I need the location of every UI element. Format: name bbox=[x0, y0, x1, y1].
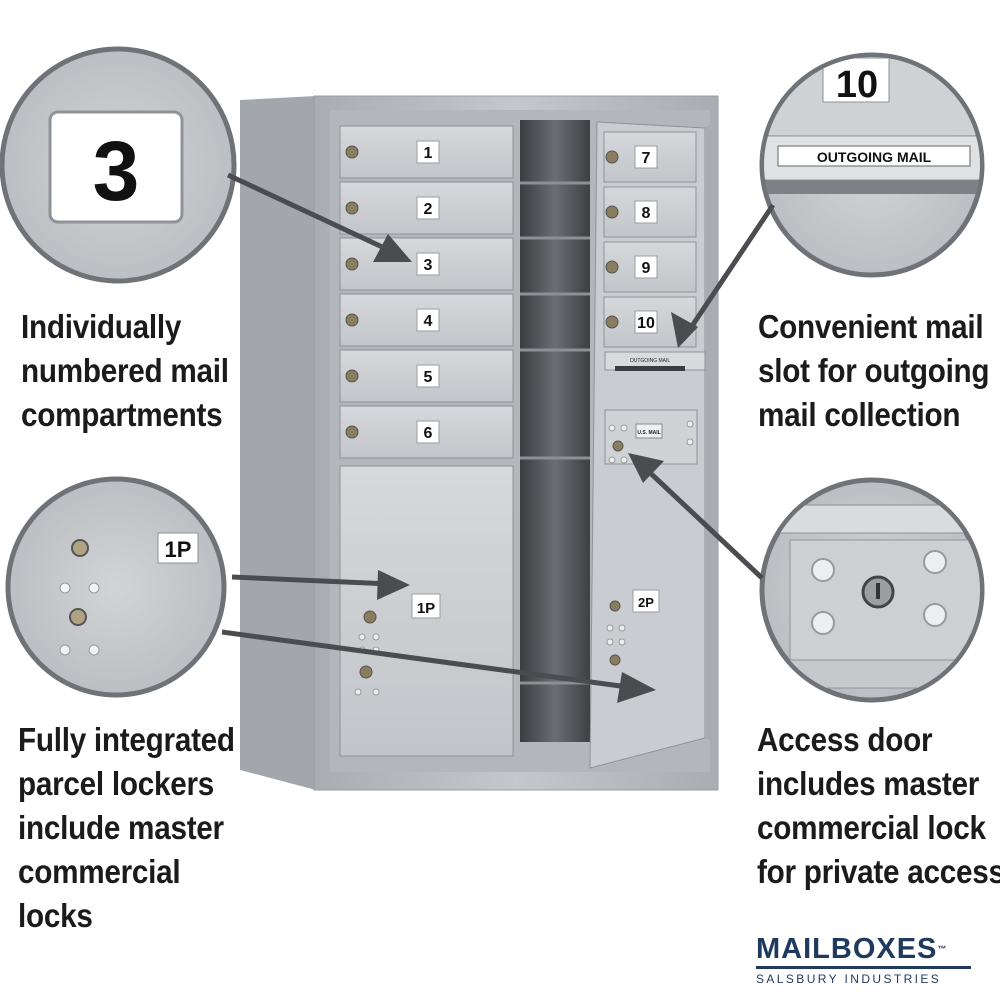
compartment-door-7[interactable]: 7 bbox=[603, 131, 697, 183]
compartment-door-3[interactable]: 3 bbox=[339, 237, 514, 291]
brand-tagline: SALSBURY INDUSTRIES bbox=[756, 972, 942, 986]
caption-outgoing-slot: Convenient mail slot for outgoing mail c… bbox=[758, 305, 990, 437]
lock-icon bbox=[612, 440, 624, 452]
caption-access-door: Access door includes master commercial l… bbox=[757, 718, 1000, 894]
parcel-locker-2p-label: 2P bbox=[638, 595, 654, 610]
lock-icon bbox=[345, 201, 359, 215]
caption-line: include master bbox=[18, 809, 224, 846]
brand-name-text: MAILBOXES bbox=[756, 933, 938, 965]
zoom-number-3: 3 bbox=[93, 124, 140, 218]
caption-line: Convenient mail bbox=[758, 308, 984, 345]
caption-line: Individually bbox=[21, 308, 182, 345]
brand-divider bbox=[756, 966, 971, 969]
callout-arrows bbox=[221, 172, 776, 703]
compartment-door-4[interactable]: 4 bbox=[339, 293, 514, 347]
lock-icon bbox=[345, 145, 359, 159]
brand-name: MAILBOXES™ bbox=[756, 934, 986, 964]
zoom-number-10: 10 bbox=[836, 64, 878, 106]
parcel-locker-2p[interactable]: 2P bbox=[606, 589, 660, 666]
arrow-icon bbox=[231, 570, 410, 600]
compartment-number: 8 bbox=[642, 205, 651, 222]
lock-icon bbox=[345, 369, 359, 383]
compartment-number: 3 bbox=[424, 257, 433, 274]
zoom-outgoing-label: OUTGOING MAIL bbox=[817, 149, 932, 165]
lock-icon bbox=[345, 313, 359, 327]
brand-trademark: ™ bbox=[937, 944, 948, 954]
access-door-lock-panel[interactable]: U.S. MAIL bbox=[604, 409, 698, 465]
lock-icon bbox=[69, 608, 87, 626]
outgoing-mail-slot[interactable]: OUTGOING MAIL bbox=[604, 351, 706, 371]
lock-icon bbox=[359, 665, 373, 679]
compartment-number: 9 bbox=[642, 260, 651, 277]
lock-icon bbox=[609, 654, 621, 666]
parcel-locker-1p-label: 1P bbox=[417, 600, 435, 617]
brand-logo: MAILBOXES™ SALSBURY INDUSTRIES bbox=[756, 934, 986, 986]
compartment-number: 6 bbox=[424, 425, 433, 442]
arrow-icon bbox=[671, 203, 776, 348]
caption-line: includes master bbox=[757, 765, 980, 802]
caption-line: locks bbox=[18, 897, 93, 934]
lock-icon bbox=[605, 205, 619, 219]
right-compartment-column: 7 8 9 10 bbox=[603, 131, 697, 348]
caption-line: compartments bbox=[21, 396, 223, 433]
compartment-door-8[interactable]: 8 bbox=[603, 186, 697, 238]
caption-line: mail collection bbox=[758, 396, 961, 433]
outgoing-slot-label: OUTGOING MAIL bbox=[630, 358, 671, 364]
compartment-number: 10 bbox=[637, 315, 655, 332]
lock-icon bbox=[605, 150, 619, 164]
zoom-callout-outgoing: 10 OUTGOING MAIL bbox=[759, 52, 985, 278]
caption-line: numbered mail bbox=[21, 352, 229, 389]
compartment-number: 5 bbox=[424, 369, 433, 386]
compartment-door-1[interactable]: 1 bbox=[339, 125, 514, 179]
caption-line: Access door bbox=[757, 721, 933, 758]
arrow-icon bbox=[226, 172, 412, 262]
zoom-callout-master-lock bbox=[759, 477, 985, 703]
zoom-1p-label: 1P bbox=[165, 537, 192, 562]
lock-icon bbox=[345, 425, 359, 439]
compartment-door-5[interactable]: 5 bbox=[339, 349, 514, 403]
zoom-callout-number: 3 bbox=[0, 46, 237, 284]
caption-line: for private access bbox=[757, 853, 1000, 890]
caption-line: slot for outgoing bbox=[758, 352, 990, 389]
compartment-number: 7 bbox=[642, 150, 651, 167]
parcel-locker-1p[interactable]: 1P bbox=[339, 465, 514, 757]
arrow-icon bbox=[628, 453, 764, 580]
lock-icon bbox=[363, 610, 377, 624]
caption-parcel-lockers: Fully integrated parcel lockers include … bbox=[18, 718, 235, 938]
zoom-callout-parcel: 1P bbox=[5, 476, 227, 698]
cabinet-interior bbox=[520, 120, 590, 742]
lock-icon bbox=[605, 260, 619, 274]
arrow-icon bbox=[221, 629, 656, 703]
caption-numbered-compartments: Individually numbered mail compartments bbox=[21, 305, 229, 437]
compartment-number: 2 bbox=[424, 201, 433, 218]
lock-icon bbox=[345, 257, 359, 271]
caption-line: commercial lock bbox=[757, 809, 986, 846]
lock-icon bbox=[605, 315, 619, 329]
compartment-door-9[interactable]: 9 bbox=[603, 241, 697, 293]
caption-line: Fully integrated bbox=[18, 721, 235, 758]
lock-icon bbox=[609, 600, 621, 612]
caption-line: parcel lockers bbox=[18, 765, 215, 802]
lock-icon bbox=[71, 539, 89, 557]
compartment-door-10[interactable]: 10 bbox=[603, 296, 697, 348]
compartment-number: 1 bbox=[424, 145, 433, 162]
compartment-number: 4 bbox=[424, 313, 433, 330]
usps-tag-label: U.S. MAIL bbox=[637, 430, 660, 436]
compartment-door-6[interactable]: 6 bbox=[339, 405, 514, 459]
caption-line: commercial bbox=[18, 853, 181, 890]
compartment-door-2[interactable]: 2 bbox=[339, 181, 514, 235]
left-compartment-column: 1 2 3 4 5 6 bbox=[339, 125, 514, 459]
